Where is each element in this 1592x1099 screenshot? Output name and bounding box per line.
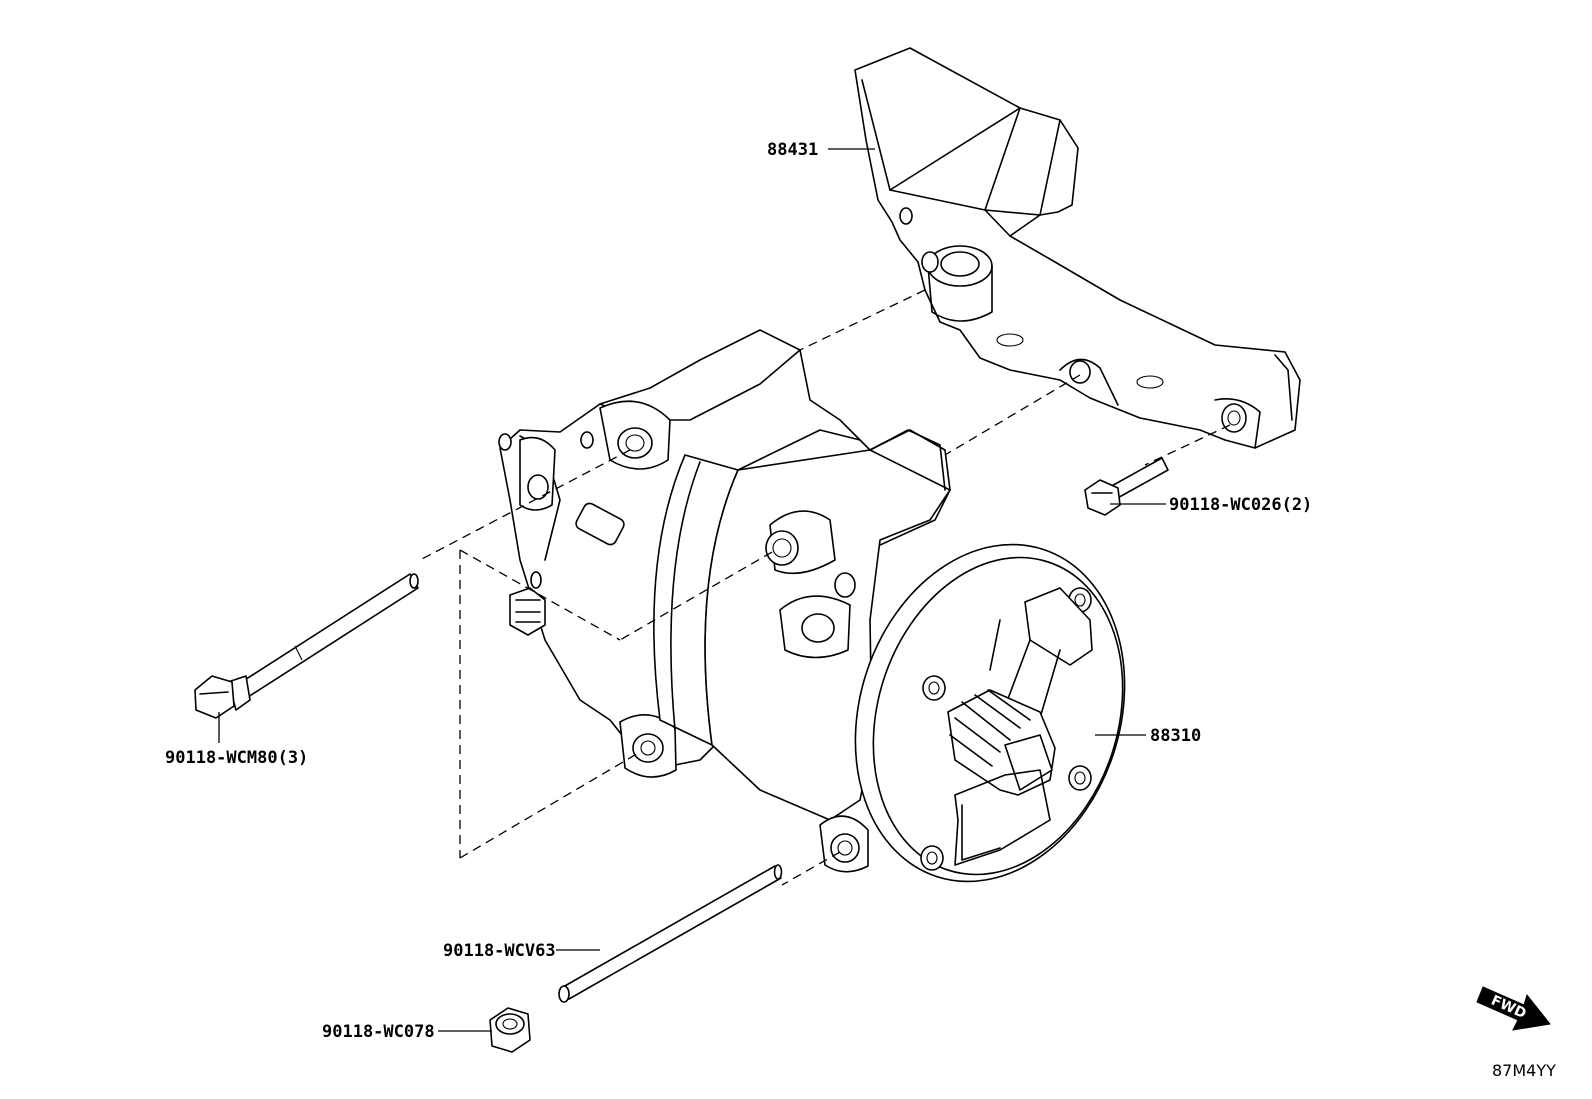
label-bracket: 88431 <box>767 140 818 160</box>
fwd-arrow-icon: FWD <box>1476 986 1551 1031</box>
fwd-label: FWD <box>1488 993 1528 1023</box>
label-compressor: 88310 <box>1150 726 1201 746</box>
bracket-88431[interactable] <box>854 47 1301 449</box>
assembly-lines <box>419 289 1231 886</box>
label-stud: 90118-WCV63 <box>443 941 556 961</box>
label-nut: 90118-WC078 <box>322 1022 435 1042</box>
stud-wcv63[interactable] <box>558 864 783 1003</box>
label-bolt-long: 90118-WCM80(3) <box>165 748 308 768</box>
compressor-88310[interactable] <box>498 329 1167 917</box>
label-bolt-bracket: 90118-WC026(2) <box>1169 495 1312 515</box>
nut-wc078[interactable] <box>489 1007 531 1053</box>
bolt-wc026[interactable] <box>1084 457 1169 516</box>
figure-ref: 87M4YY <box>1492 1061 1556 1080</box>
bolt-wcm80[interactable] <box>194 573 419 719</box>
leader-lines <box>218 148 1166 1032</box>
